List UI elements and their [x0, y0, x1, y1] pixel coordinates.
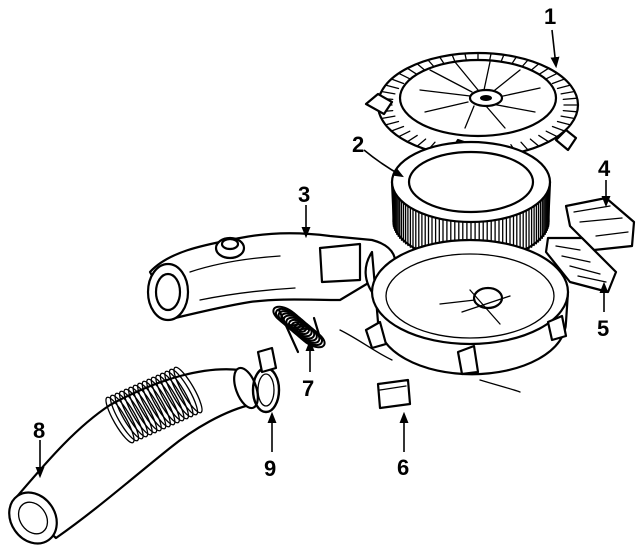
bellows-ridge: [155, 374, 185, 422]
cover-rib: [556, 120, 572, 126]
bellows-ridge: [159, 372, 190, 420]
cover-rib: [529, 138, 540, 147]
callout-7: 7: [302, 376, 314, 401]
bellows-ridge: [164, 370, 194, 418]
bellows-ridge: [114, 392, 144, 440]
leader-lines: [35, 29, 611, 479]
bellows-ridge: [132, 384, 162, 432]
bellows-ridge: [137, 382, 167, 430]
cover-rib: [562, 109, 578, 113]
cover-rib: [560, 90, 576, 95]
cover-rib: [562, 97, 578, 101]
callout-4: 4: [598, 156, 611, 181]
hose-clamp: [251, 346, 281, 414]
bellows-ridge: [118, 390, 149, 438]
bellows-ridge: [168, 368, 199, 416]
air-cleaner-cover: [364, 51, 580, 162]
bellows-ridge: [109, 394, 140, 442]
bellows-ridge: [128, 386, 158, 434]
cover-rib: [384, 84, 400, 90]
cover-rib: [551, 125, 566, 132]
cover-rib: [556, 84, 572, 90]
cover-rib: [390, 125, 405, 132]
air-filter-element: [390, 140, 552, 263]
cover-rib: [384, 120, 400, 126]
intake-duct-housing: [146, 232, 570, 393]
callout-9: 9: [264, 456, 276, 481]
callout-labels: 1 2 3 4 5 6 7 8 9: [33, 4, 611, 481]
cover-rib: [545, 72, 558, 80]
cover-rib: [398, 72, 411, 80]
rubber-pad: [376, 378, 412, 410]
cover-rib: [380, 115, 396, 120]
outlet-hose: [8, 366, 259, 545]
cover-rib: [538, 134, 550, 143]
callout-3: 3: [298, 182, 310, 207]
bellows-ridge: [123, 388, 153, 436]
cover-rib: [560, 115, 576, 120]
bellows-ridge: [150, 376, 180, 424]
breather-hose: [272, 305, 326, 354]
cover-rib: [551, 78, 566, 85]
callout-2: 2: [352, 132, 364, 157]
cover-rib: [538, 67, 550, 76]
bellows-ridge: [146, 378, 176, 426]
cover-rib: [545, 130, 558, 138]
cover-rib: [406, 67, 418, 76]
callout-1: 1: [544, 4, 556, 29]
bellows-ridge: [141, 380, 171, 428]
callout-6: 6: [397, 455, 409, 480]
housing-bracket: [564, 196, 636, 252]
cover-rib: [416, 138, 427, 147]
callout-5: 5: [597, 316, 609, 341]
cover-rib: [380, 90, 396, 95]
cover-rib: [398, 130, 411, 138]
cover-rib: [390, 78, 405, 85]
callout-8: 8: [33, 418, 45, 443]
cover-rib: [520, 141, 529, 151]
bellows-ridge: [173, 366, 203, 414]
bellows-ridge: [105, 396, 135, 444]
cover-rib: [406, 134, 418, 143]
